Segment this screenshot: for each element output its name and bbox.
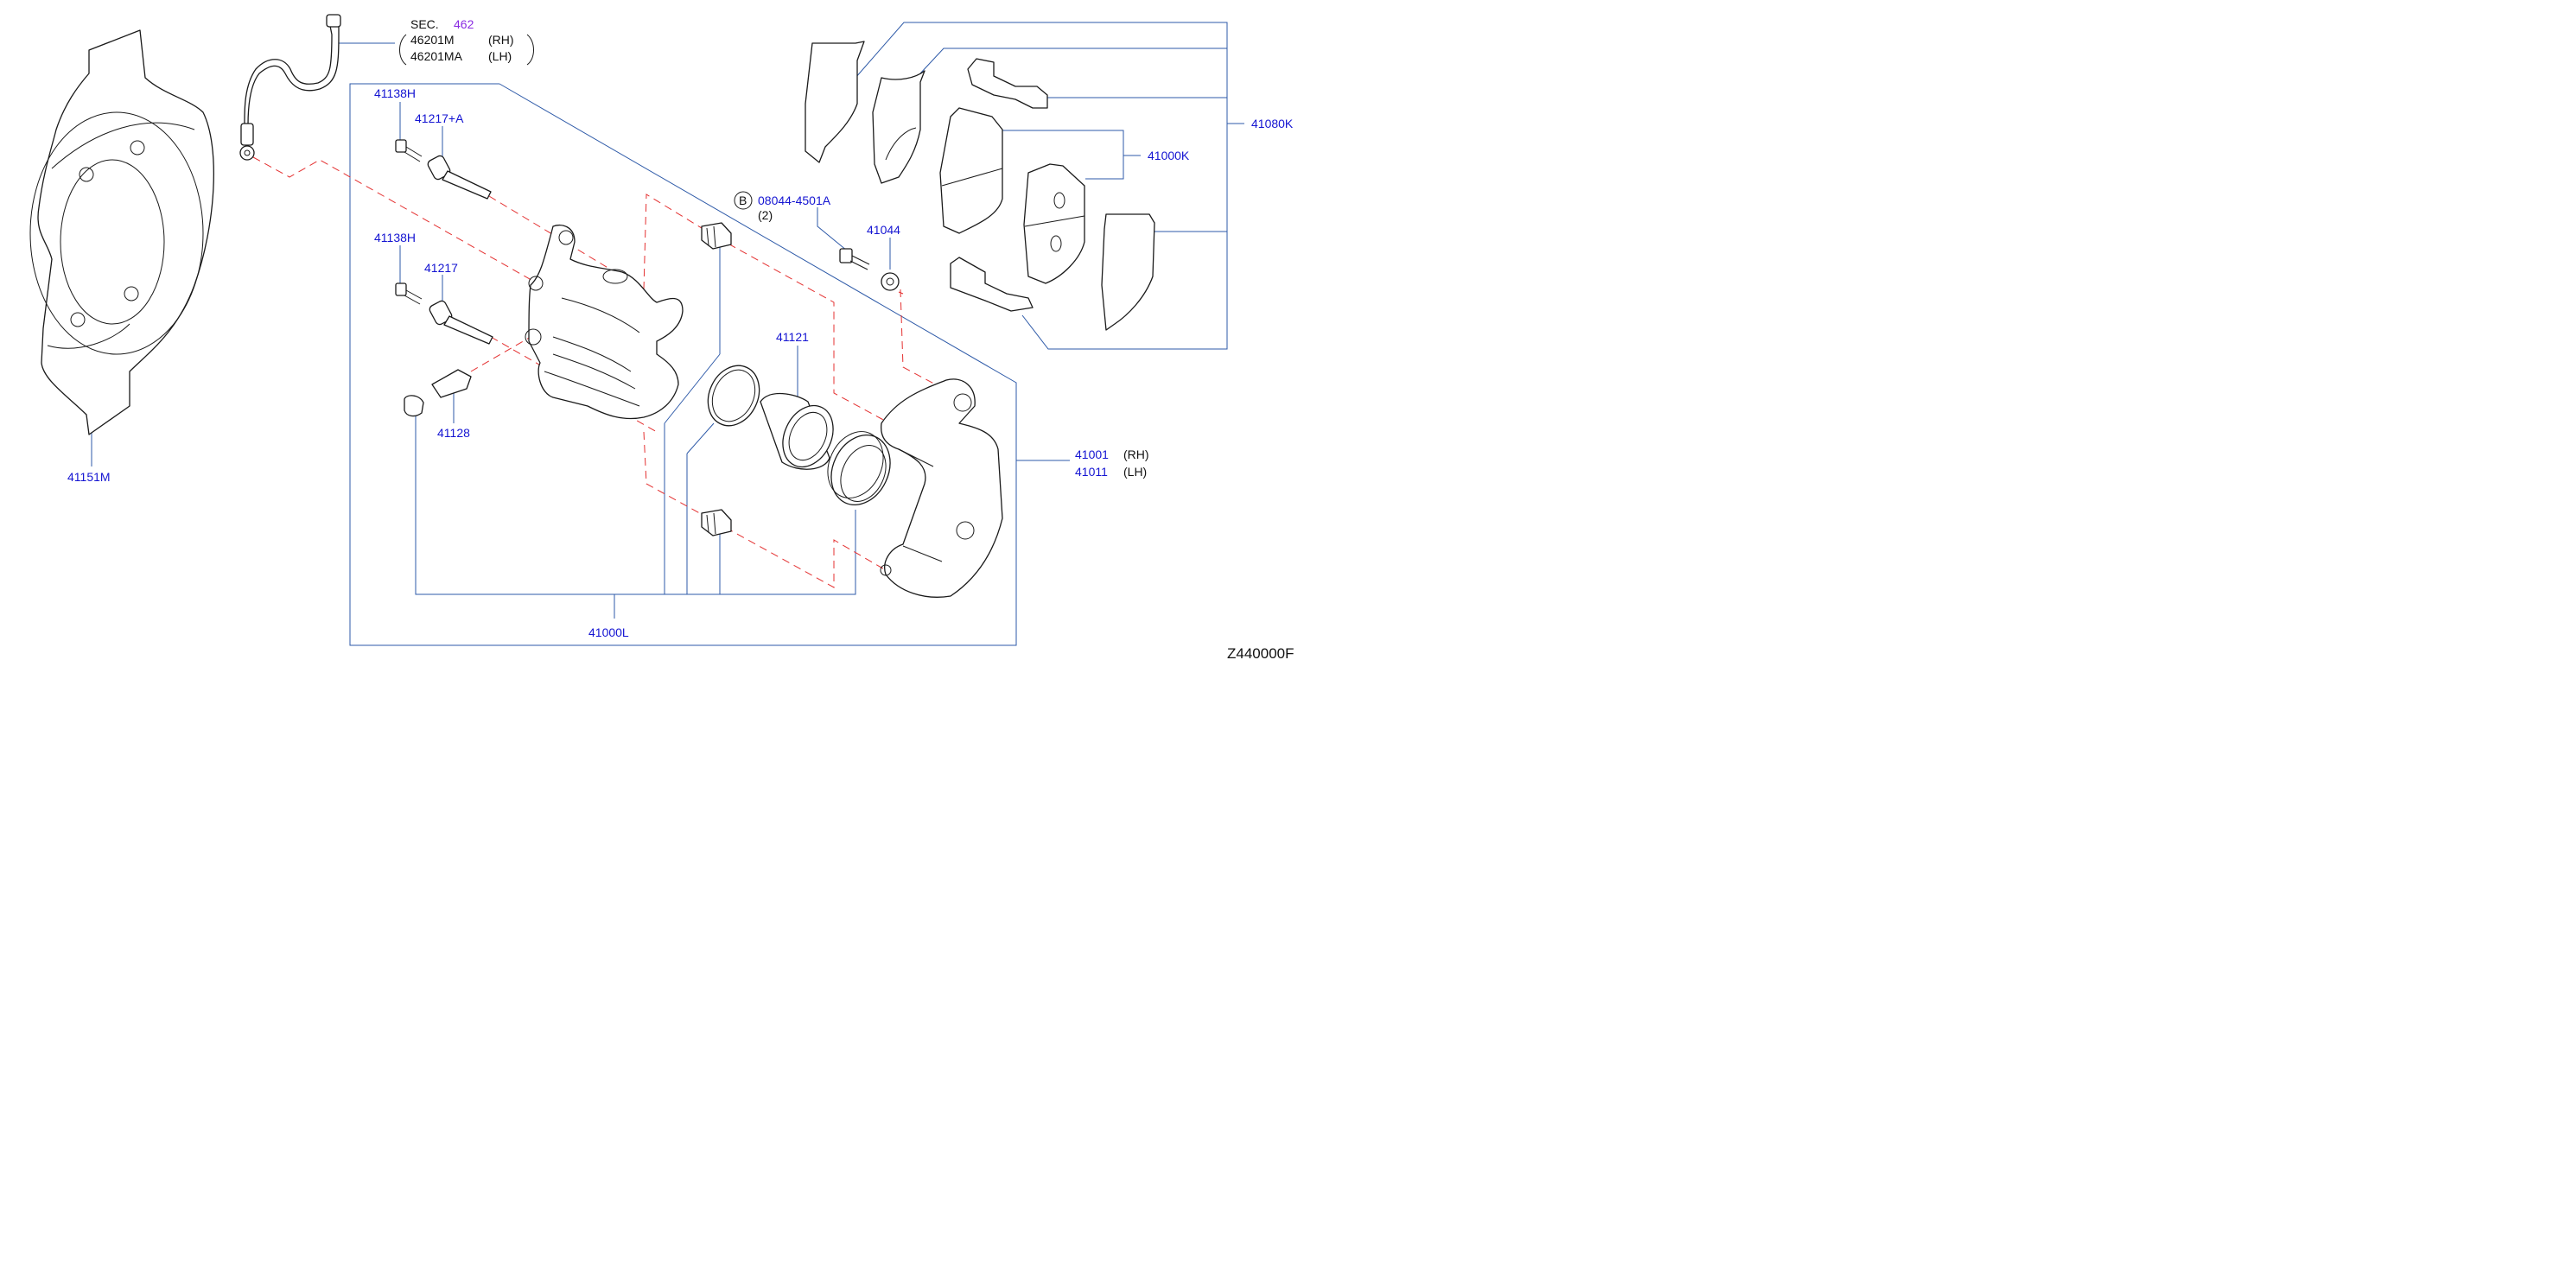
piston-boot-part: [827, 431, 891, 506]
label-caliper-lh-side: (LH): [1123, 465, 1147, 479]
hose-side-rh: (RH): [488, 33, 514, 47]
labels: SEC. 462 46201M (RH) 46201MA (LH) 41151M…: [67, 17, 1294, 662]
mount-bolt-part: [839, 248, 870, 270]
label-pad-kit: 41000K: [1148, 149, 1190, 162]
label-washer: 41044: [867, 223, 900, 237]
pad-clip-upper-part: [967, 58, 1048, 109]
label-bleeder: 41128: [437, 426, 470, 440]
upper-bolt-part: [395, 139, 423, 162]
upper-guide-pin-part: [427, 155, 492, 200]
label-caliper-lh: 41011: [1075, 465, 1108, 479]
hose-side-lh: (LH): [488, 49, 512, 63]
piston-seal-part: [707, 365, 760, 427]
outer-shim-part: [805, 41, 865, 163]
pad-clip-lower-part: [950, 257, 1034, 312]
bleeder-part: [404, 369, 472, 417]
hose-part-lh: 46201MA: [410, 49, 463, 63]
label-piston-seal: 41121: [776, 330, 809, 344]
caliper-frame-line: [349, 83, 1017, 646]
label-pin-lower: 41217: [424, 261, 458, 275]
label-bolt-upper: 41138H: [374, 86, 416, 100]
section-number: 462: [454, 17, 474, 31]
label-caliper-rh-side: (RH): [1123, 447, 1149, 461]
label-bolt-lower: 41138H: [374, 231, 416, 244]
brake-parts-diagram: SEC. 462 46201M (RH) 46201MA (LH) 41151M…: [29, 14, 1294, 662]
caliper-body-part: [525, 224, 684, 420]
label-mount-bolt: 08044-4501A: [758, 194, 831, 207]
label-pin-upper: 41217+A: [415, 111, 464, 125]
bolt-marker-letter: B: [739, 194, 747, 207]
brake-hose-part: [239, 14, 341, 161]
label-caliper-rh: 41001: [1075, 447, 1109, 461]
washer-part: [881, 272, 900, 291]
diagram-id: Z440000F: [1227, 645, 1294, 662]
label-mount-bolt-qty: (2): [758, 208, 773, 222]
section-prefix: SEC.: [410, 17, 439, 31]
leader-lines: [91, 22, 1244, 646]
piston-part: [760, 392, 834, 470]
outer-pad-part: [939, 107, 1003, 234]
hose-part-rh: 46201M: [410, 33, 455, 47]
caliper-bracket-part: [880, 378, 1003, 598]
inner-pad-part: [1023, 163, 1085, 284]
lower-guide-pin-part: [429, 300, 493, 345]
label-pad-hardware: 41080K: [1251, 117, 1294, 130]
splash-shield-part: [29, 29, 214, 435]
label-seal-kit: 41000L: [588, 625, 629, 639]
bolt-marker-circle: [734, 191, 753, 210]
hose-bracket-left: [399, 34, 407, 66]
outer-shim-2-part: [872, 70, 925, 184]
upper-pin-boot-part: [701, 222, 732, 250]
inner-shim-part: [1101, 213, 1155, 331]
label-splash-shield: 41151M: [67, 470, 111, 484]
seal-kit-bracket: [415, 415, 856, 595]
lower-pin-boot-part: [701, 509, 732, 536]
hose-bracket-right: [526, 34, 534, 66]
lower-bolt-part: [395, 282, 423, 305]
